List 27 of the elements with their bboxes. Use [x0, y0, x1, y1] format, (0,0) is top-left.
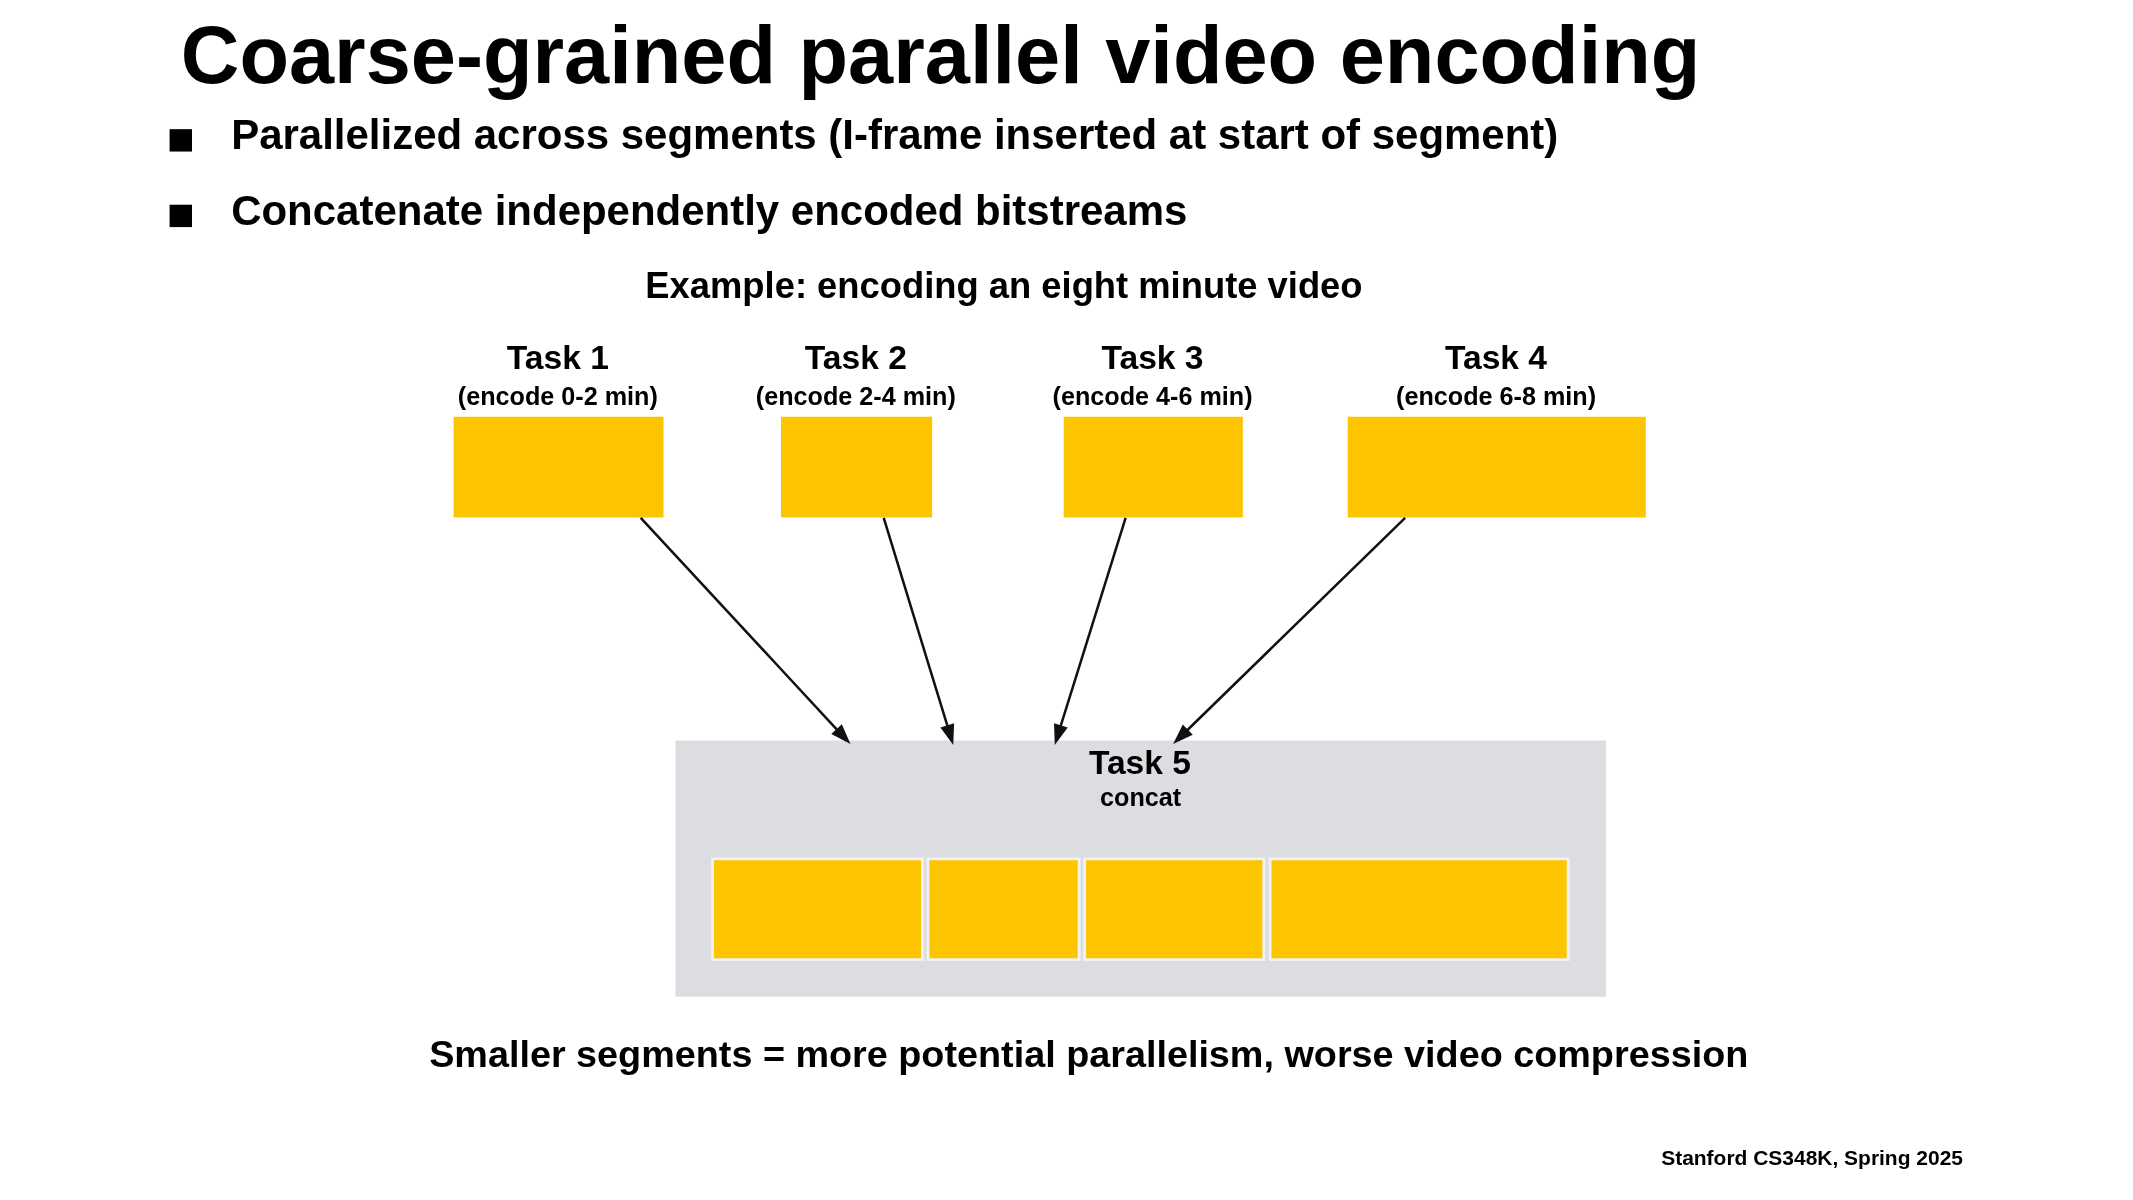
node-label: Task 2: [804, 339, 907, 377]
node-label: Task 3: [1101, 339, 1204, 377]
node-box: [711, 857, 924, 961]
label: Stanford CS348K, Spring 2025: [1661, 1146, 1963, 1170]
node-box: [1268, 857, 1570, 961]
node-box: [1063, 416, 1243, 518]
diagram-title: Coarse-grained parallel video encoding: [180, 9, 1701, 100]
label: Smaller segments = more potential parallelism, worse video compression: [429, 1032, 1749, 1075]
node-label: (encode 4-6 min): [1052, 381, 1253, 410]
arrow: [639, 517, 851, 745]
node-box: [1347, 416, 1646, 518]
node-box: [926, 857, 1081, 961]
node-label: Task 1: [506, 339, 609, 377]
arrow: [882, 517, 955, 745]
node-label: (encode 0-2 min): [457, 381, 658, 410]
label: Concatenate independently encoded bitstreams: [231, 187, 1188, 235]
cluster: Task 5 concat: [675, 740, 1606, 997]
arrow: [1054, 517, 1127, 745]
node-box: [453, 416, 664, 518]
node-label: (encode 6-8 min): [1396, 381, 1597, 410]
arrow: [1173, 516, 1407, 744]
node-label: (encode 2-4 min): [755, 381, 956, 410]
node-box: [781, 416, 933, 518]
node-box: [1083, 857, 1266, 961]
label: Example: encoding an eight minute video: [645, 265, 1363, 307]
node-label: Task 4: [1444, 339, 1548, 377]
label: Parallelized across segments (I-frame inserted at start of segment): [231, 111, 1559, 159]
